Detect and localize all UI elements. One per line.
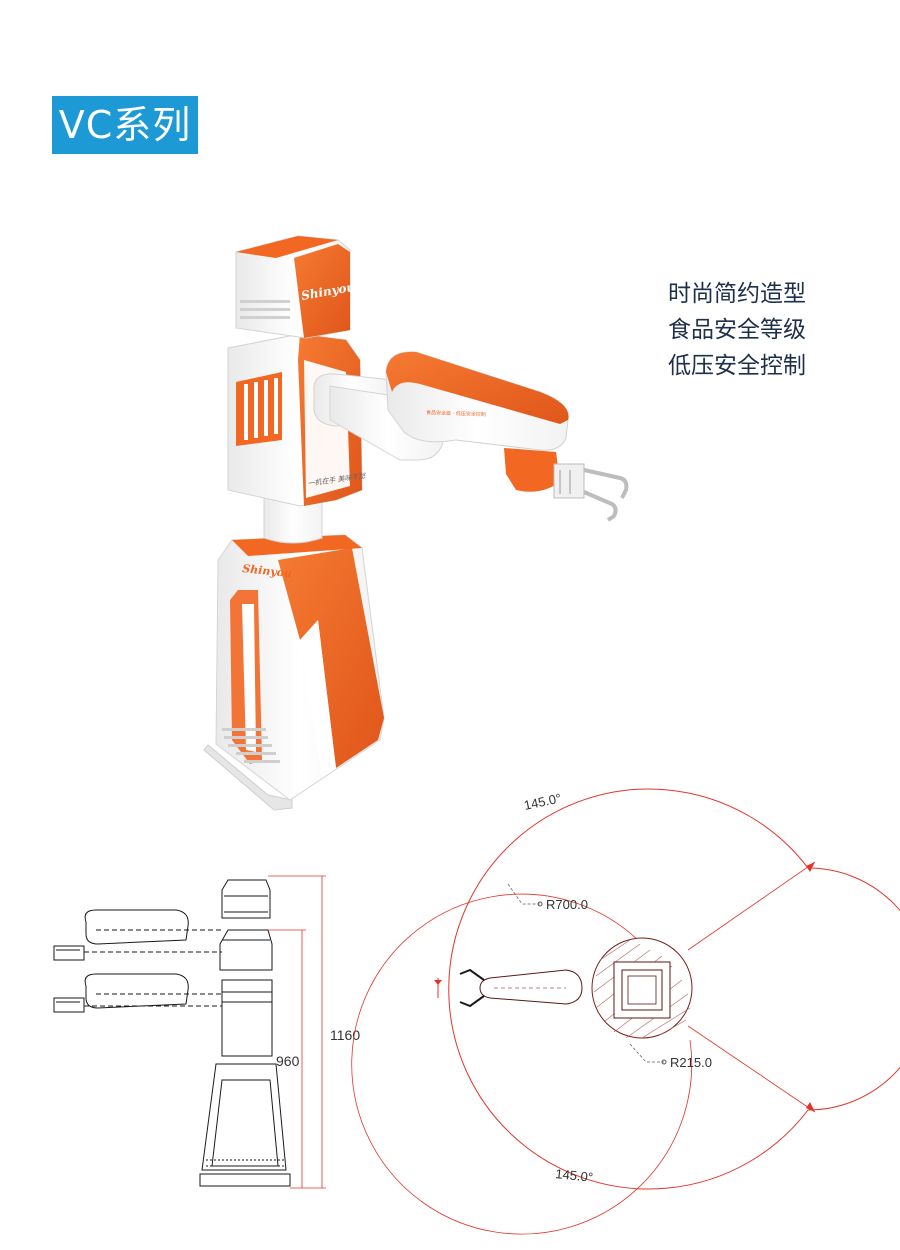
base-brand-logo: Shinyou [242,562,293,580]
robot-neck [263,495,323,544]
arm-caption: 食品安全级 · 低压安全控制 [426,409,486,418]
outer-radius-label: R700.0 [546,897,588,912]
base-height-label: 960 [276,1053,300,1069]
top-view-drawing [351,788,900,1235]
arm-link-2 [385,351,569,492]
top-view-arm [479,969,583,1005]
feature-item: 时尚简约造型 [668,281,806,307]
robot-illustration: Shinyou 一机在手 美味不愁 Shinyou [203,235,629,811]
robot-base [215,534,385,801]
feature-item: 低压安全控制 [668,353,806,379]
side-view-drawing [53,879,291,1187]
workspace-outer-arc [448,788,900,1190]
series-badge: VC系列 [52,96,198,154]
feature-list: 时尚简约造型 食品安全等级 低压安全控制 [668,276,868,384]
angle-bottom-label: 145.0° [555,1166,594,1185]
robot-head [235,235,351,339]
feature-item: 食品安全等级 [668,317,806,343]
workspace-inner-arc [351,893,693,1235]
robot-base-foot [203,744,293,811]
total-height-label: 1160 [330,1027,360,1043]
inner-radius-label: R215.0 [670,1055,712,1070]
base-hatch-circle [591,937,693,1039]
side-view-dimensions [268,875,326,1189]
body-vent [236,372,282,446]
gripper [553,463,629,522]
top-view-gripper [459,968,485,1008]
